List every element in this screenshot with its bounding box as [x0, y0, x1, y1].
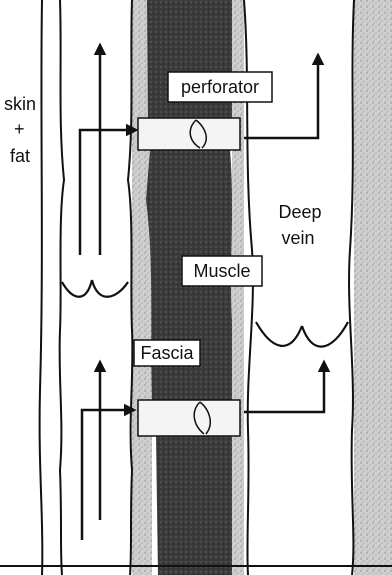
deep-valve	[256, 322, 348, 347]
superficial-vein-left-wall	[60, 0, 64, 575]
superficial-valve-upper	[62, 280, 128, 297]
fascia-label: Fascia	[140, 343, 194, 363]
deep-outer	[354, 0, 392, 575]
perforator-vein-upper	[138, 118, 240, 150]
skin-label: skin	[4, 94, 36, 114]
deep-vein-right-wall	[349, 0, 354, 575]
perforator-vein-lower	[138, 400, 240, 436]
plus-label: +	[14, 119, 25, 139]
vein-label: vein	[281, 228, 314, 248]
perforator-label: perforator	[181, 77, 259, 97]
flow-arrow-perforator-upper-in	[80, 130, 136, 255]
skin-line	[40, 0, 43, 575]
fat-label: fat	[10, 146, 30, 166]
muscle-label: Muscle	[193, 261, 250, 281]
flow-arrow-perforator-lower-in	[82, 410, 134, 540]
deep-label: Deep	[278, 202, 321, 222]
superficial-vein-right-wall	[128, 0, 132, 575]
flow-arrow-deep-lower	[244, 362, 324, 412]
